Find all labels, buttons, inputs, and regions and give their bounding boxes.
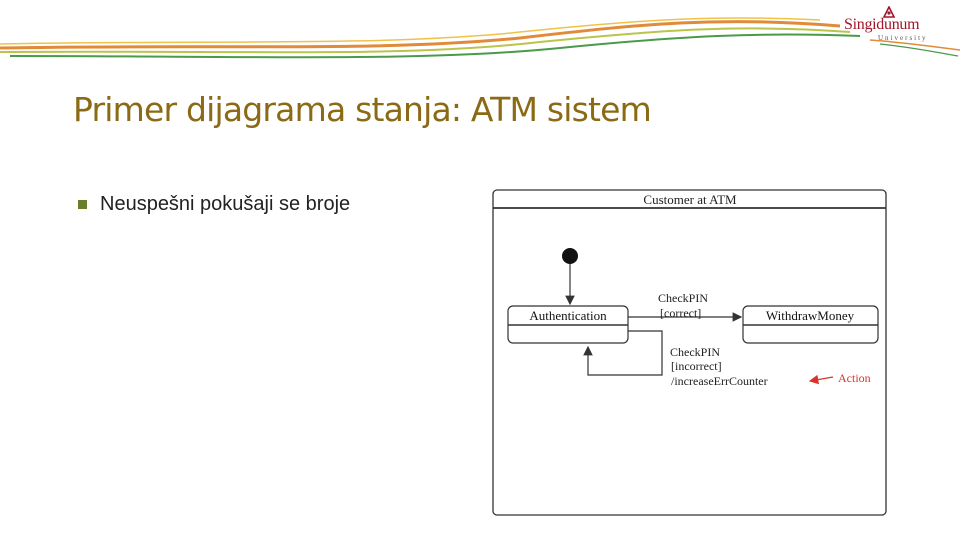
state-withdraw-money-label: WithdrawMoney — [766, 308, 855, 323]
bullet-list-item: Neuspešni pokušaji se broje — [78, 193, 350, 216]
transition-correct-event: CheckPIN — [658, 291, 708, 305]
diagram-frame — [492, 189, 887, 516]
logo-name: Singidunum — [844, 16, 920, 33]
transition-incorrect-event: CheckPIN — [670, 345, 720, 359]
frame-title: Customer at ATM — [643, 192, 737, 207]
state-authentication-label: Authentication — [529, 308, 607, 323]
transition-correct-guard: [correct] — [660, 306, 701, 320]
header-swoosh-decoration — [0, 17, 960, 59]
transition-incorrect-action: /increaseErrCounter — [671, 374, 768, 388]
state-authentication: Authentication — [507, 305, 629, 344]
logo-subtitle: University — [878, 34, 928, 42]
annotation-arrow — [808, 374, 834, 385]
slide-title: Primer dijagrama stanja: ATM sistem — [73, 90, 652, 129]
transition-incorrect-guard: [incorrect] — [671, 359, 722, 373]
square-bullet-icon — [78, 200, 87, 209]
bullet-text: Neuspešni pokušaji se broje — [100, 193, 351, 215]
transition-incorrect-arrow — [583, 330, 663, 376]
logo-emblem-icon — [882, 6, 896, 18]
state-withdraw-money: WithdrawMoney — [742, 305, 879, 344]
initial-state-dot — [562, 248, 578, 264]
university-logo: Singidunum University — [838, 6, 938, 42]
annotation-action-label: Action — [838, 371, 871, 385]
state-diagram: Customer at ATM Authentication WithdrawM… — [492, 189, 887, 516]
